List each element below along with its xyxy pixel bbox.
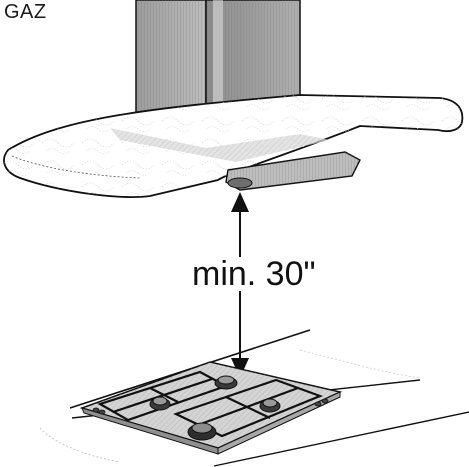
gas-label: GAZ <box>4 1 47 23</box>
burner-front-large <box>187 422 217 441</box>
hood-body <box>225 151 361 191</box>
burner-front-right <box>259 398 281 413</box>
control-knobs <box>92 398 329 415</box>
burner-back-right <box>214 375 238 390</box>
minimum-distance-label: min. 30" <box>190 255 318 293</box>
gas-cooktop <box>79 361 343 455</box>
burner-back-left <box>149 396 171 411</box>
hood-glass-canopy <box>3 94 464 198</box>
